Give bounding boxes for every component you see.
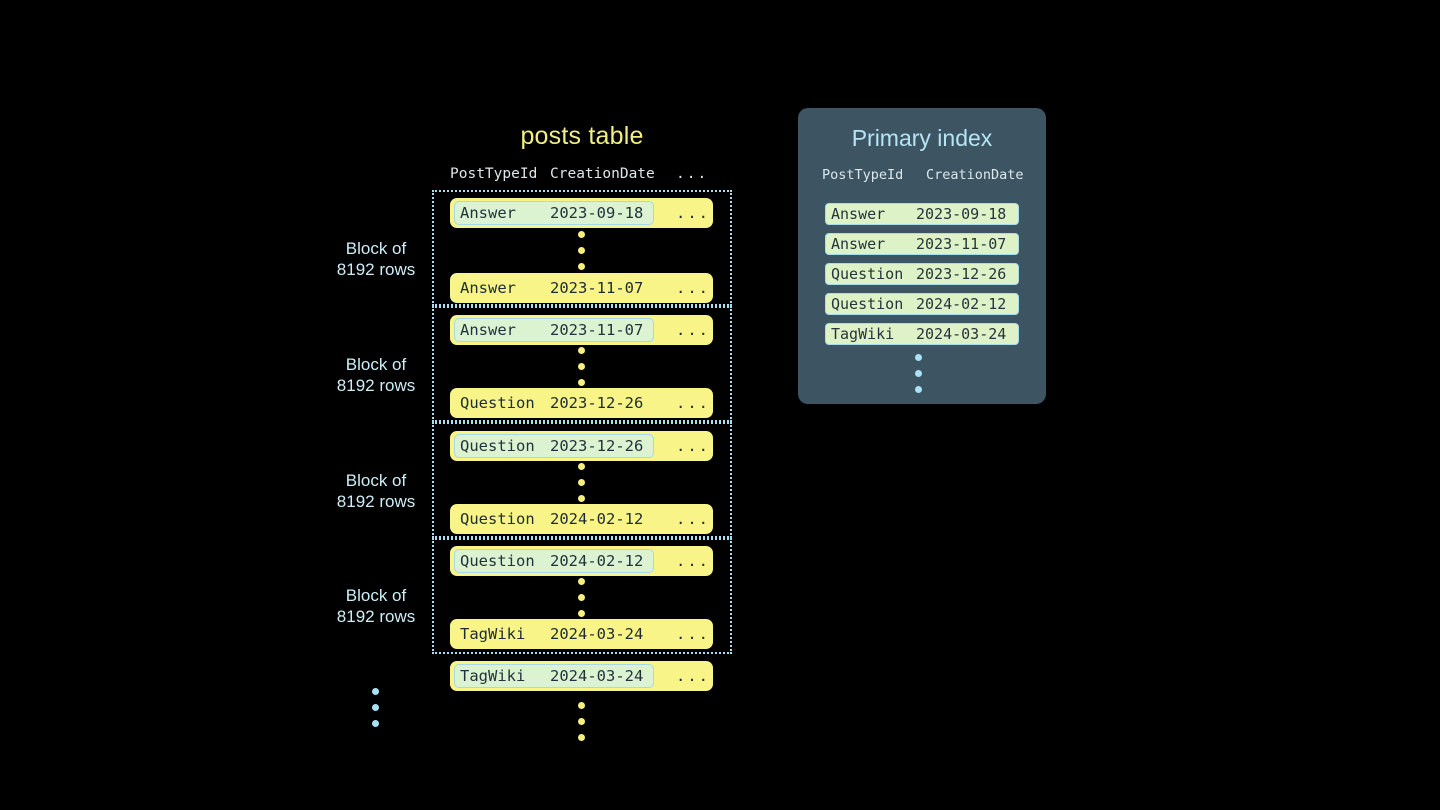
- block-4-label-line1: Block of: [345, 586, 407, 605]
- row-more: ...: [676, 204, 710, 222]
- posts-table-column-headers: PostTypeId CreationDate ...: [450, 166, 713, 186]
- index-row-posttypeid: Question: [831, 295, 904, 313]
- row-ellipsis-dots: [577, 578, 586, 617]
- row-more: ...: [676, 510, 710, 528]
- index-column-header-posttypeid: PostTypeId: [822, 167, 904, 183]
- index-row-posttypeid: Answer: [831, 235, 886, 253]
- block-2-label-line1: Block of: [345, 355, 407, 374]
- table-row: TagWiki 2024-03-24 ...: [450, 619, 713, 649]
- row-creationdate: 2023-09-18: [550, 204, 644, 222]
- row-posttypeid: Question: [460, 552, 535, 570]
- row-creationdate: 2023-12-26: [550, 394, 644, 412]
- index-row-posttypeid: Question: [831, 265, 904, 283]
- row-more: ...: [676, 667, 710, 685]
- block-3-label: Block of 8192 rows: [301, 470, 451, 512]
- row-more: ...: [676, 321, 710, 339]
- row-creationdate: 2024-03-24: [550, 625, 644, 643]
- index-row-creationdate: 2023-12-26: [916, 265, 1007, 283]
- block-2-label: Block of 8192 rows: [301, 354, 451, 396]
- table-row: Question 2024-02-12 ...: [450, 504, 713, 534]
- block-4: [432, 538, 732, 654]
- block-3-label-line2: 8192 rows: [336, 492, 416, 511]
- row-creationdate: 2023-12-26: [550, 437, 644, 455]
- row-creationdate: 2023-11-07: [550, 279, 644, 297]
- table-row: Question 2024-02-12 ...: [450, 546, 713, 576]
- table-row: TagWiki 2024-03-24 ...: [450, 661, 713, 691]
- block-1-label-line1: Block of: [345, 239, 407, 258]
- block-4-label: Block of 8192 rows: [301, 585, 451, 627]
- table-row: Answer 2023-09-18 ...: [450, 198, 713, 228]
- index-row-posttypeid: TagWiki: [831, 325, 895, 343]
- row-more: ...: [676, 625, 710, 643]
- row-highlight-chip: [454, 201, 654, 225]
- column-header-creationdate: CreationDate: [550, 166, 655, 182]
- posts-table-title: posts table: [520, 122, 644, 150]
- column-header-more: ...: [676, 166, 709, 182]
- row-posttypeid: TagWiki: [460, 625, 526, 643]
- table-row: Answer 2023-11-07 ...: [450, 315, 713, 345]
- row-more: ...: [676, 552, 710, 570]
- column-header-posttypeid: PostTypeId: [450, 166, 538, 182]
- index-row: TagWiki 2024-03-24: [825, 323, 1019, 345]
- table-row: Answer 2023-11-07 ...: [450, 273, 713, 303]
- index-row-posttypeid: Answer: [831, 205, 886, 223]
- row-more: ...: [676, 437, 710, 455]
- table-continues-dots: [577, 702, 586, 741]
- row-creationdate: 2024-03-24: [550, 667, 644, 685]
- index-row-creationdate: 2023-09-18: [916, 205, 1007, 223]
- row-highlight-chip: [454, 549, 654, 573]
- blocks-continue-dots: [371, 688, 380, 727]
- primary-index-panel: Primary index PostTypeId CreationDate An…: [798, 108, 1046, 404]
- index-row: Answer 2023-09-18: [825, 203, 1019, 225]
- row-highlight-chip: [454, 664, 654, 688]
- row-creationdate: 2023-11-07: [550, 321, 644, 339]
- row-more: ...: [676, 394, 710, 412]
- row-creationdate: 2024-02-12: [550, 510, 644, 528]
- block-1: [432, 190, 732, 306]
- primary-index-title: Primary index: [851, 125, 993, 151]
- table-row: Question 2023-12-26 ...: [450, 431, 713, 461]
- row-posttypeid: Question: [460, 510, 535, 528]
- row-posttypeid: Question: [460, 394, 535, 412]
- row-posttypeid: Answer: [460, 279, 516, 297]
- row-creationdate: 2024-02-12: [550, 552, 644, 570]
- index-row: Question 2024-02-12: [825, 293, 1019, 315]
- row-posttypeid: Answer: [460, 204, 516, 222]
- row-posttypeid: TagWiki: [460, 667, 526, 685]
- block-1-label: Block of 8192 rows: [301, 238, 451, 280]
- table-row: Question 2023-12-26 ...: [450, 388, 713, 418]
- row-highlight-chip: [454, 318, 654, 342]
- block-1-label-line2: 8192 rows: [336, 260, 416, 279]
- row-ellipsis-dots: [577, 347, 586, 386]
- block-3: [432, 422, 732, 538]
- index-continues-dots: [914, 354, 923, 393]
- index-row-creationdate: 2023-11-07: [916, 235, 1007, 253]
- primary-index-column-headers: PostTypeId CreationDate: [822, 167, 1024, 187]
- row-ellipsis-dots: [577, 463, 586, 502]
- index-row: Question 2023-12-26: [825, 263, 1019, 285]
- block-3-label-line1: Block of: [345, 471, 407, 490]
- block-2: [432, 306, 732, 422]
- index-row: Answer 2023-11-07: [825, 233, 1019, 255]
- index-row-creationdate: 2024-02-12: [916, 295, 1007, 313]
- block-2-label-line2: 8192 rows: [336, 376, 416, 395]
- row-highlight-chip: [454, 434, 654, 458]
- row-more: ...: [676, 279, 710, 297]
- index-column-header-creationdate: CreationDate: [926, 167, 1024, 183]
- index-row-creationdate: 2024-03-24: [916, 325, 1007, 343]
- row-posttypeid: Answer: [460, 321, 516, 339]
- block-4-label-line2: 8192 rows: [336, 607, 416, 626]
- row-posttypeid: Question: [460, 437, 535, 455]
- row-ellipsis-dots: [577, 231, 586, 270]
